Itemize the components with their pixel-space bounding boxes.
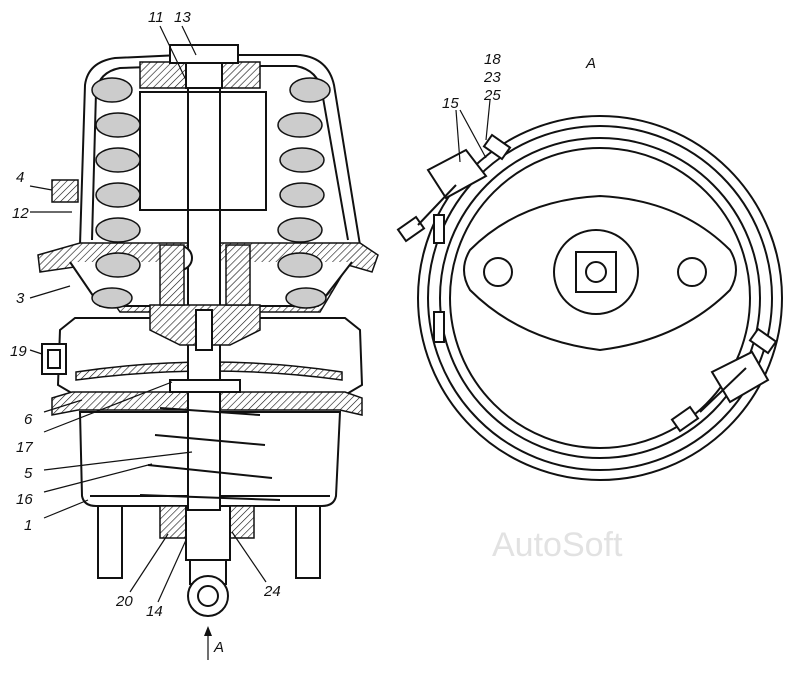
flange-hole-right <box>677 257 707 287</box>
callout-13: 13 <box>174 9 191 26</box>
callout-6: 6 <box>24 411 33 428</box>
clamp-lug-upper <box>426 148 488 200</box>
clamp-lug-lower <box>710 350 770 404</box>
breather-plug-4 <box>51 179 79 203</box>
callout-16: 16 <box>16 491 33 508</box>
chamber-rim <box>439 137 761 459</box>
section-view <box>37 44 379 617</box>
seal-right <box>225 244 251 306</box>
hinge-tab-1 <box>433 214 445 244</box>
callout-15: 15 <box>442 95 459 112</box>
clamp-bolt-lower <box>670 405 700 433</box>
callout-12: 12 <box>12 205 29 222</box>
callout-5: 5 <box>24 465 33 482</box>
clamp-bolt-upper <box>396 215 426 243</box>
callout-17: 17 <box>16 439 33 456</box>
callout-1: 1 <box>24 517 32 534</box>
cap-plug <box>169 44 239 64</box>
callout-3: 3 <box>16 290 25 307</box>
rod-upper-section <box>187 91 221 211</box>
callout-4: 4 <box>16 169 24 186</box>
view-a <box>396 115 783 481</box>
callout-14: 14 <box>146 603 163 620</box>
diaphragm <box>75 361 343 381</box>
callout-18: 18 <box>484 51 501 68</box>
hinge-tab-2 <box>433 311 445 343</box>
flange-hole-left <box>483 257 513 287</box>
power-spring <box>91 77 331 309</box>
callout-20: 20 <box>115 593 133 610</box>
view-arrow-label: A <box>213 639 224 656</box>
mounting-stud-left <box>97 505 123 579</box>
seal-left <box>159 244 185 306</box>
callout-24: 24 <box>263 583 281 600</box>
view-a-title: A <box>585 55 596 72</box>
piston-bolt <box>195 309 213 351</box>
pressure-plate <box>169 379 241 393</box>
leader-lines-right <box>455 99 491 163</box>
callout-19: 19 <box>10 343 27 360</box>
callout-25: 25 <box>483 87 501 104</box>
mounting-stud-right <box>295 505 321 579</box>
watermark: AutoSoft <box>492 526 623 564</box>
threaded-bush <box>185 505 231 561</box>
callout-23: 23 <box>483 69 501 86</box>
leader-lines-left <box>29 25 267 660</box>
outer-clamp-band <box>417 115 783 481</box>
callout-11: 11 <box>148 9 164 26</box>
return-spring <box>139 407 281 501</box>
